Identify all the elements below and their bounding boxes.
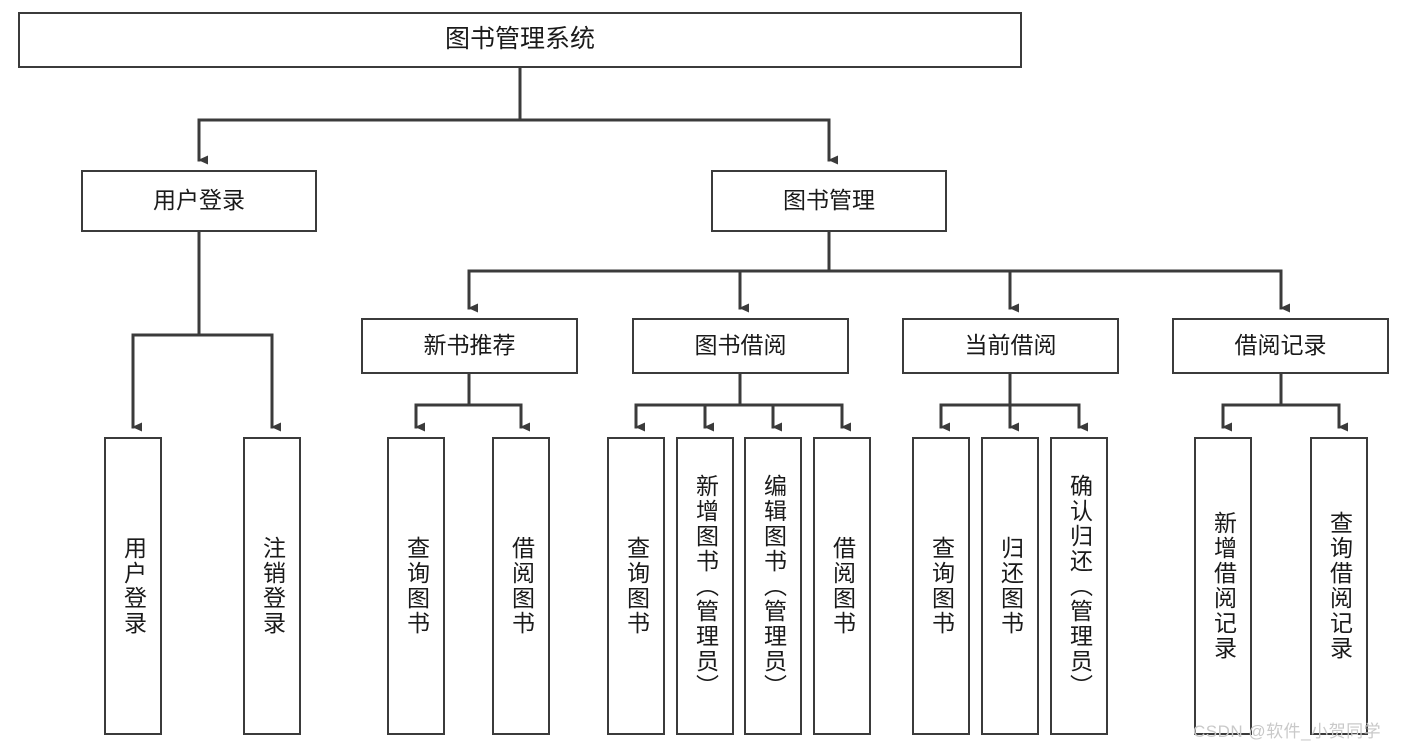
node-book-borrow[interactable]: 图书借阅 (632, 318, 849, 374)
node-leaf-borrow-book-2[interactable]: 借阅图书 (813, 437, 871, 735)
node-borrow-record[interactable]: 借阅记录 (1172, 318, 1389, 374)
node-leaf-borrow-book-1[interactable]: 借阅图书 (492, 437, 550, 735)
node-leaf-borrow-book-1-label: 借阅图书 (508, 536, 535, 636)
node-user-login-label: 用户登录 (153, 187, 245, 214)
node-leaf-logout-login[interactable]: 注销登录 (243, 437, 301, 735)
node-borrow-record-label: 借阅记录 (1234, 332, 1327, 359)
node-leaf-query-book-3[interactable]: 查询图书 (912, 437, 970, 735)
node-user-login[interactable]: 用户登录 (81, 170, 317, 232)
node-leaf-return-book[interactable]: 归还图书 (981, 437, 1039, 735)
node-leaf-confirm-return[interactable]: 确认归还（管理员） (1050, 437, 1108, 735)
node-leaf-user-login[interactable]: 用户登录 (104, 437, 162, 735)
node-leaf-edit-book[interactable]: 编辑图书（管理员） (744, 437, 802, 735)
node-current-borrow[interactable]: 当前借阅 (902, 318, 1119, 374)
node-leaf-query-book-2[interactable]: 查询图书 (607, 437, 665, 735)
node-leaf-confirm-return-label: 确认归还（管理员） (1066, 473, 1093, 699)
node-leaf-logout-login-label: 注销登录 (259, 536, 286, 636)
node-book-management-label: 图书管理 (783, 187, 875, 214)
node-leaf-add-book[interactable]: 新增图书（管理员） (676, 437, 734, 735)
node-leaf-user-login-label: 用户登录 (120, 536, 147, 636)
node-leaf-query-book-2-label: 查询图书 (623, 536, 650, 636)
node-leaf-query-book-1-label: 查询图书 (403, 536, 430, 636)
node-root[interactable]: 图书管理系统 (18, 12, 1022, 68)
node-current-borrow-label: 当前借阅 (964, 332, 1057, 359)
node-leaf-edit-book-label: 编辑图书（管理员） (760, 473, 787, 699)
node-book-borrow-label: 图书借阅 (694, 332, 787, 359)
node-leaf-query-record[interactable]: 查询借阅记录 (1310, 437, 1368, 735)
node-leaf-query-book-3-label: 查询图书 (928, 536, 955, 636)
node-leaf-query-record-label: 查询借阅记录 (1326, 511, 1353, 661)
node-leaf-query-book-1[interactable]: 查询图书 (387, 437, 445, 735)
node-leaf-add-record[interactable]: 新增借阅记录 (1194, 437, 1252, 735)
node-leaf-add-record-label: 新增借阅记录 (1210, 511, 1237, 661)
node-root-label: 图书管理系统 (444, 25, 595, 54)
node-new-book-recommend-label: 新书推荐 (423, 332, 516, 359)
node-leaf-add-book-label: 新增图书（管理员） (692, 473, 719, 699)
node-leaf-return-book-label: 归还图书 (997, 536, 1024, 636)
node-new-book-recommend[interactable]: 新书推荐 (361, 318, 578, 374)
node-book-management[interactable]: 图书管理 (711, 170, 947, 232)
node-leaf-borrow-book-2-label: 借阅图书 (829, 536, 856, 636)
